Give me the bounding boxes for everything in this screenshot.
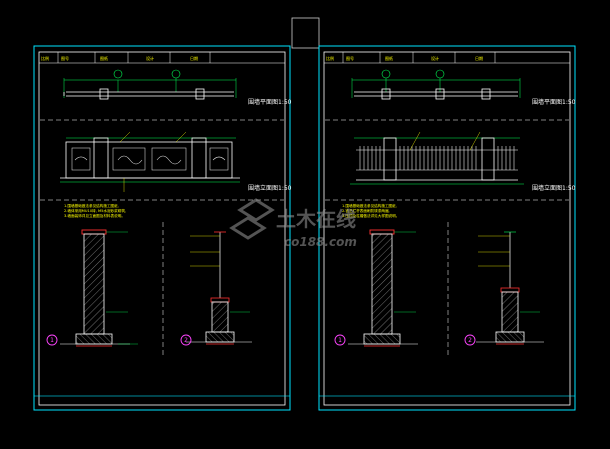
note-line: 1.围墙基础做法参见结构施工图纸, xyxy=(342,203,397,208)
pillar-section-detail: 1 xyxy=(334,229,418,347)
title-cell-4: 设计 xyxy=(431,55,439,61)
elevation-view-label: 围墙立面图1:50 xyxy=(248,184,292,192)
sheet-inner-frame xyxy=(323,51,571,406)
elevation-view-label: 围墙立面图1:50 xyxy=(532,184,576,192)
wall-section-detail: 2 xyxy=(464,231,544,346)
section-number-bubble xyxy=(180,334,192,346)
sheet-inner-frame xyxy=(38,51,286,406)
note-line: 3.墙面装饰详见立面图及材料表说明。 xyxy=(64,213,125,218)
title-cell-2: 图号 xyxy=(61,55,69,61)
wall-elevation-view: 围墙立面图1:50 xyxy=(60,131,292,192)
section-number: 2 xyxy=(184,337,188,344)
plan-view-label: 围墙平面图1:50 xyxy=(248,98,292,106)
title-cell-4: 设计 xyxy=(146,55,154,61)
title-block: 比例 图号 图纸 设计 日期 xyxy=(324,52,570,64)
watermark-logo-icon xyxy=(229,198,275,240)
title-cell-3: 图纸 xyxy=(100,55,108,61)
notes-block: 1.围墙基础做法参见结构施工图纸, 2.墙体采用MU10砖, M5水泥砂浆砌筑,… xyxy=(64,203,126,218)
notes-block: 1.围墙基础做法参见结构施工图纸, 2.铁艺栏杆表面刷防锈漆两遍, 3.压顶及柱… xyxy=(342,203,399,218)
drawing-sheet-2: 比例 图号 图纸 设计 日期 围墙平面图1:50 xyxy=(318,45,576,411)
wall-plan-view: 围墙平面图1:50 xyxy=(351,69,576,106)
title-block: 比例 图号 图纸 设计 日期 xyxy=(39,52,285,64)
top-center-frame xyxy=(291,17,320,49)
watermark-en: co188.com xyxy=(284,235,357,249)
plan-view-label: 围墙平面图1:50 xyxy=(532,98,576,106)
section-number-bubble xyxy=(46,334,58,346)
section-number-bubble xyxy=(464,334,476,346)
section-number: 1 xyxy=(338,337,342,344)
section-number-bubble xyxy=(334,334,346,346)
note-line: 2.墙体采用MU10砖, M5水泥砂浆砌筑, xyxy=(64,208,126,213)
watermark: 土木在线 co188.com xyxy=(229,198,357,249)
title-cell-2: 图号 xyxy=(346,55,354,61)
sheet-canvas-border xyxy=(33,395,291,411)
section-number: 1 xyxy=(50,337,54,344)
section-number: 2 xyxy=(468,337,472,344)
note-line: 2.铁艺栏杆表面刷防锈漆两遍, xyxy=(342,208,390,213)
drawing-sheet-1: 比例 图号 图纸 设计 日期 围墙平面图1:50 xyxy=(33,45,292,411)
note-line: 3.压顶及柱帽做法详见大样图说明。 xyxy=(342,213,399,218)
title-cell-5: 日期 xyxy=(190,55,198,61)
axis-bubble xyxy=(381,69,391,79)
axis-bubble xyxy=(171,69,181,79)
axis-bubble xyxy=(435,69,445,79)
wall-elevation-view: 围墙立面图1:50 xyxy=(350,131,576,192)
wall-section-detail: 2 xyxy=(180,231,252,346)
title-cell-5: 日期 xyxy=(475,55,483,61)
title-cell-1: 比例 xyxy=(326,55,334,61)
title-cell-1: 比例 xyxy=(41,55,49,61)
wall-plan-view: 围墙平面图1:50 xyxy=(63,69,292,106)
note-line: 1.围墙基础做法参见结构施工图纸, xyxy=(64,203,119,208)
title-cell-3: 图纸 xyxy=(385,55,393,61)
sheet-canvas-border xyxy=(318,395,576,411)
pillar-section-detail: 1 xyxy=(46,229,138,347)
axis-bubble xyxy=(113,69,123,79)
watermark-cn: 土木在线 xyxy=(276,207,356,231)
iron-fence-bars xyxy=(359,146,515,170)
